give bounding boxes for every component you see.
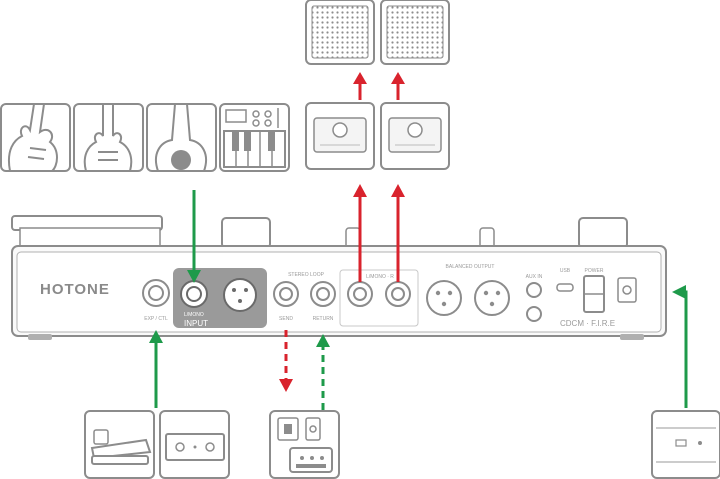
- power-amp-left: [305, 102, 375, 170]
- usb-label: USB: [560, 268, 571, 274]
- send-label: SEND: [279, 316, 293, 322]
- output-to-amp-arrow-left: [353, 184, 367, 282]
- bass-guitar-icon: [73, 103, 144, 172]
- speaker-cabinet-right: [380, 0, 450, 65]
- input-label: INPUT: [184, 319, 208, 328]
- instrument-to-input-arrow: [187, 190, 201, 283]
- exp-jack-label: EXP / CTL: [144, 316, 168, 322]
- keyboard-icon: [219, 103, 290, 172]
- output-label: L/MONO · R: [366, 274, 394, 280]
- pedal-to-exp-arrow: [149, 330, 163, 408]
- power-adapter-icon: [651, 410, 720, 479]
- electric-guitar-icon: [0, 103, 71, 172]
- power-to-dc-arrow: [672, 285, 688, 408]
- aux-in-label: AUX IN: [526, 274, 543, 280]
- input-sub-label: L/MONO: [184, 312, 204, 318]
- expression-pedal-icon: [84, 410, 155, 479]
- effects-pedal-icon: [269, 410, 340, 479]
- power-amp-right: [380, 102, 450, 170]
- multi-effects-unit: HOTONE EXP / CTL L/MONO INPUT STEREO LOO…: [11, 215, 667, 340]
- output-to-amp-arrow-right: [391, 184, 405, 282]
- acoustic-guitar-icon: [146, 103, 217, 172]
- amp-to-cabinet-arrow-left: [353, 72, 367, 100]
- footswitch-icon: [159, 410, 230, 479]
- send-to-effect-arrow: [279, 330, 293, 392]
- model-label: CDCM · F.I.R.E: [560, 319, 615, 328]
- speaker-cabinet-left: [305, 0, 375, 65]
- amp-to-cabinet-arrow-right: [391, 72, 405, 100]
- balanced-output-label: BALANCED OUTPUT: [446, 264, 495, 270]
- return-label: RETURN: [313, 316, 334, 322]
- brand-logo: HOTONE: [40, 281, 110, 298]
- effect-to-return-arrow: [316, 334, 330, 410]
- stereo-loop-label: STEREO LOOP: [288, 272, 325, 278]
- power-label: POWER: [585, 268, 604, 274]
